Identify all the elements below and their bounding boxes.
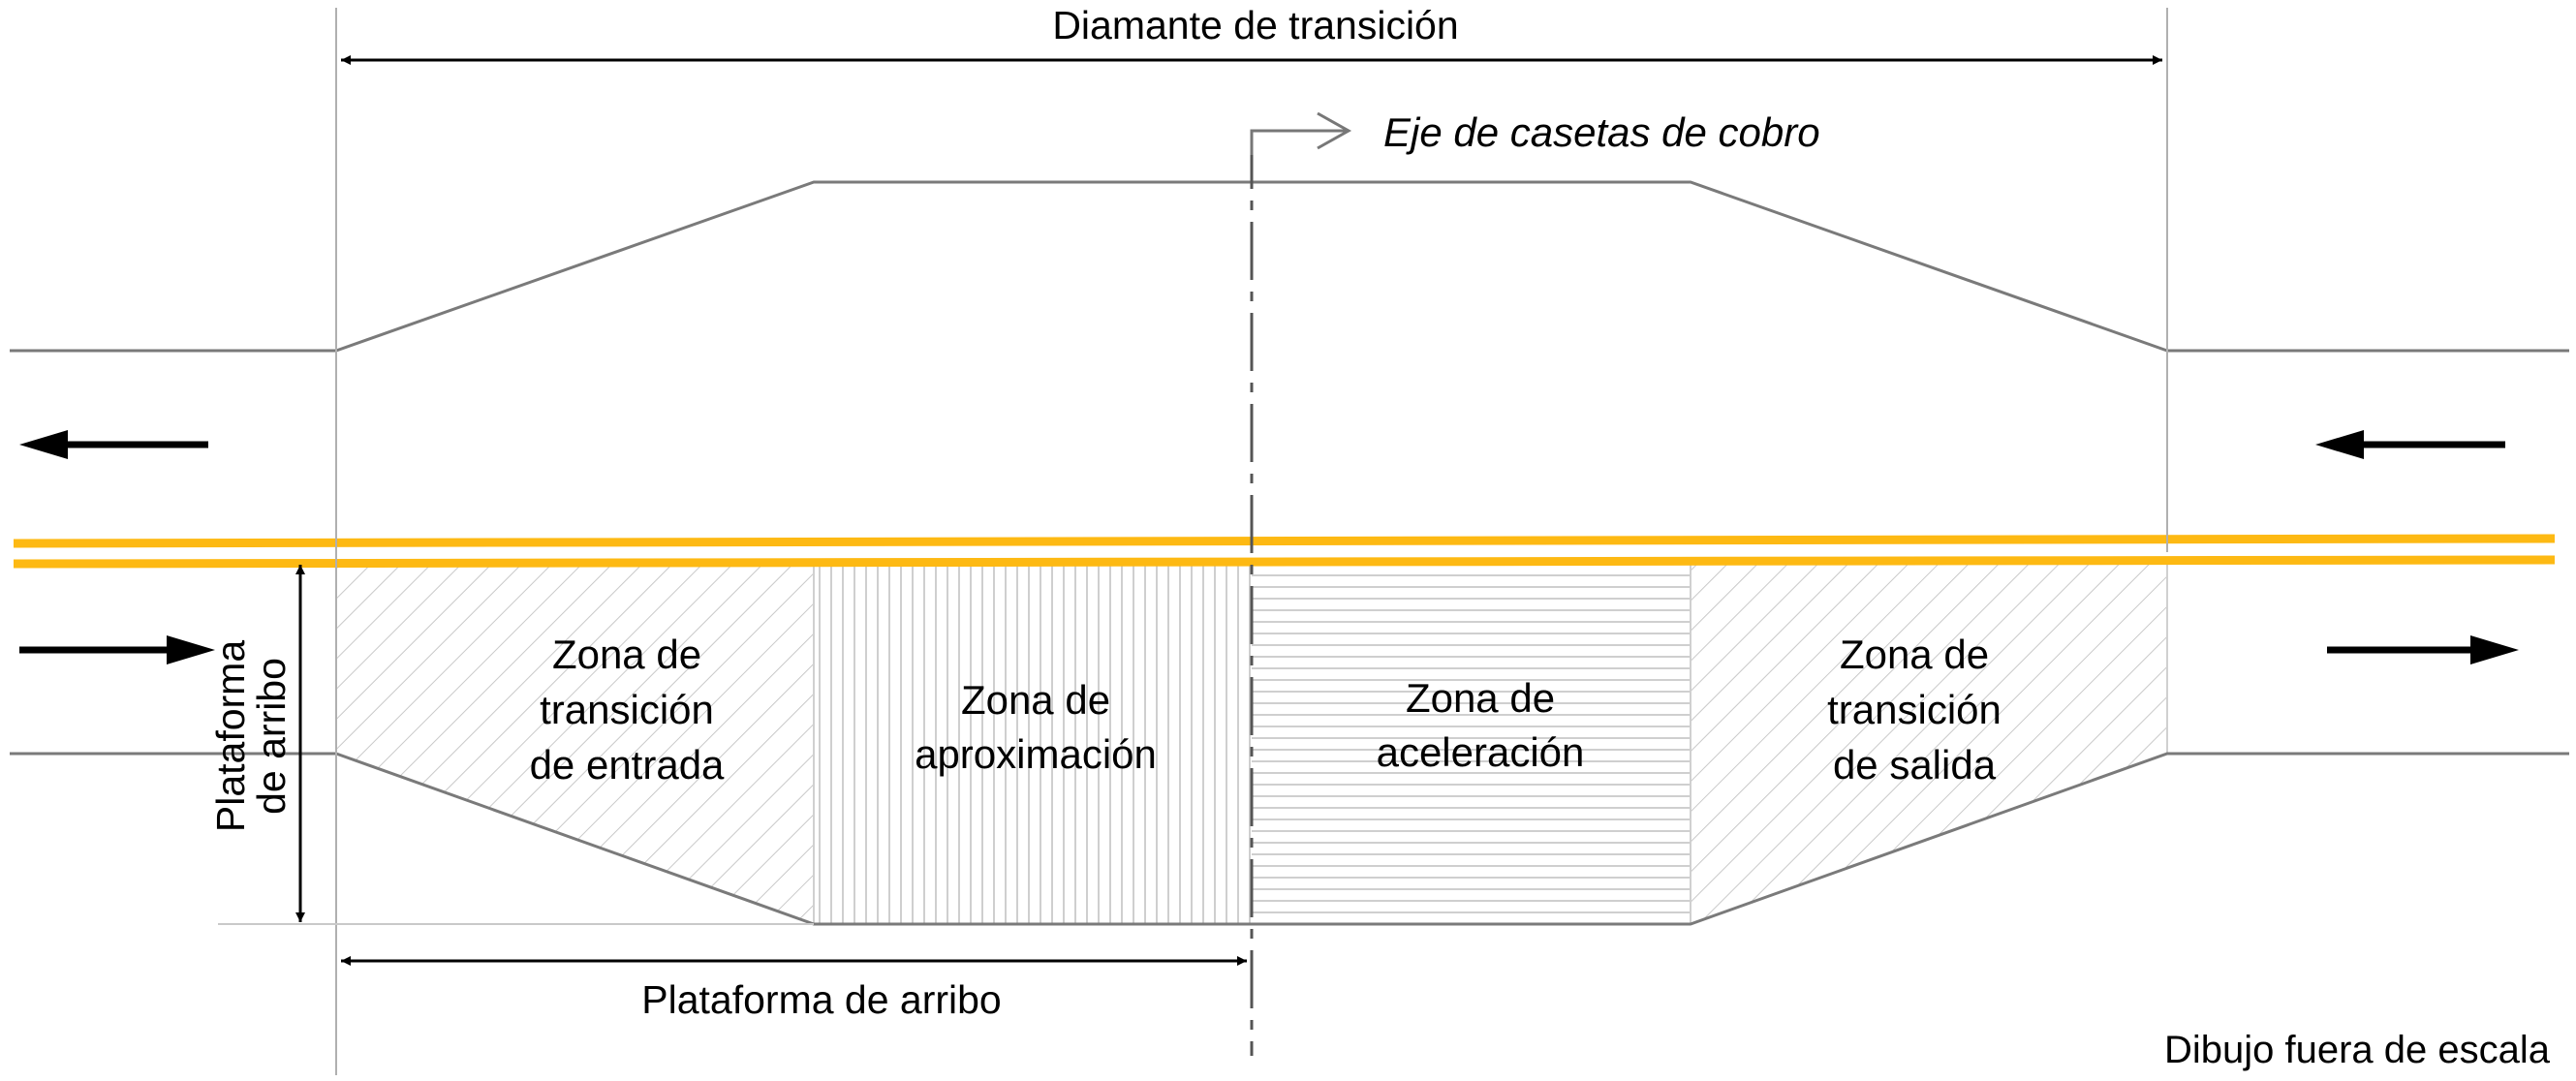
zone-salida-line-2: transición — [1827, 687, 2002, 732]
platform-label-horizontal: Plataforma de arribo — [641, 977, 1001, 1022]
diagram-title: Diamante de transición — [1052, 3, 1458, 47]
zone-salida-line-3: de salida — [1833, 742, 1997, 788]
zone-entrada-line-2: transición — [540, 687, 714, 732]
zone-salida-label: Zona de transición de salida — [1827, 632, 2002, 788]
zone-aceleracion-line-2: aceleración — [1377, 729, 1585, 775]
arrow-right-icon — [2327, 635, 2519, 664]
arrow-right-icon — [19, 635, 215, 664]
toll-axis-label: Eje de casetas de cobro — [1383, 109, 1820, 155]
zone-entrada-line-3: de entrada — [530, 742, 725, 788]
zone-entrada-hatch — [336, 562, 814, 924]
zone-aceleracion-line-1: Zona de — [1406, 675, 1555, 721]
median-line-upper — [13, 534, 2556, 548]
toll-axis-pointer — [1250, 129, 1347, 155]
zone-entrada-label: Zona de transición de entrada — [530, 632, 725, 788]
platform-label-vertical-2: de arribo — [249, 658, 294, 815]
scale-note: Dibujo fuera de escala — [2164, 1029, 2551, 1071]
zone-salida-hatch — [1691, 562, 2167, 924]
platform-label-vertical-1: Plataforma — [208, 640, 253, 832]
arrow-left-icon — [19, 430, 208, 459]
zone-salida-line-1: Zona de — [1840, 632, 1989, 677]
arrow-left-icon — [2315, 430, 2505, 459]
zone-aceleracion-label: Zona de aceleración — [1377, 675, 1585, 775]
zone-entrada-line-1: Zona de — [552, 632, 701, 677]
zone-aproximacion-hatch — [814, 562, 1252, 924]
zone-aproximacion-line-1: Zona de — [961, 677, 1110, 723]
road-edge-bottom — [10, 752, 2569, 926]
zone-aproximacion-line-2: aproximación — [915, 731, 1157, 777]
road-edge-top — [10, 180, 2569, 353]
toll-axis-pointer-head — [1317, 111, 1352, 150]
zone-aproximacion-label: Zona de aproximación — [915, 677, 1157, 777]
zone-aceleracion-hatch — [1252, 562, 1691, 924]
median-line-lower — [13, 555, 2556, 569]
